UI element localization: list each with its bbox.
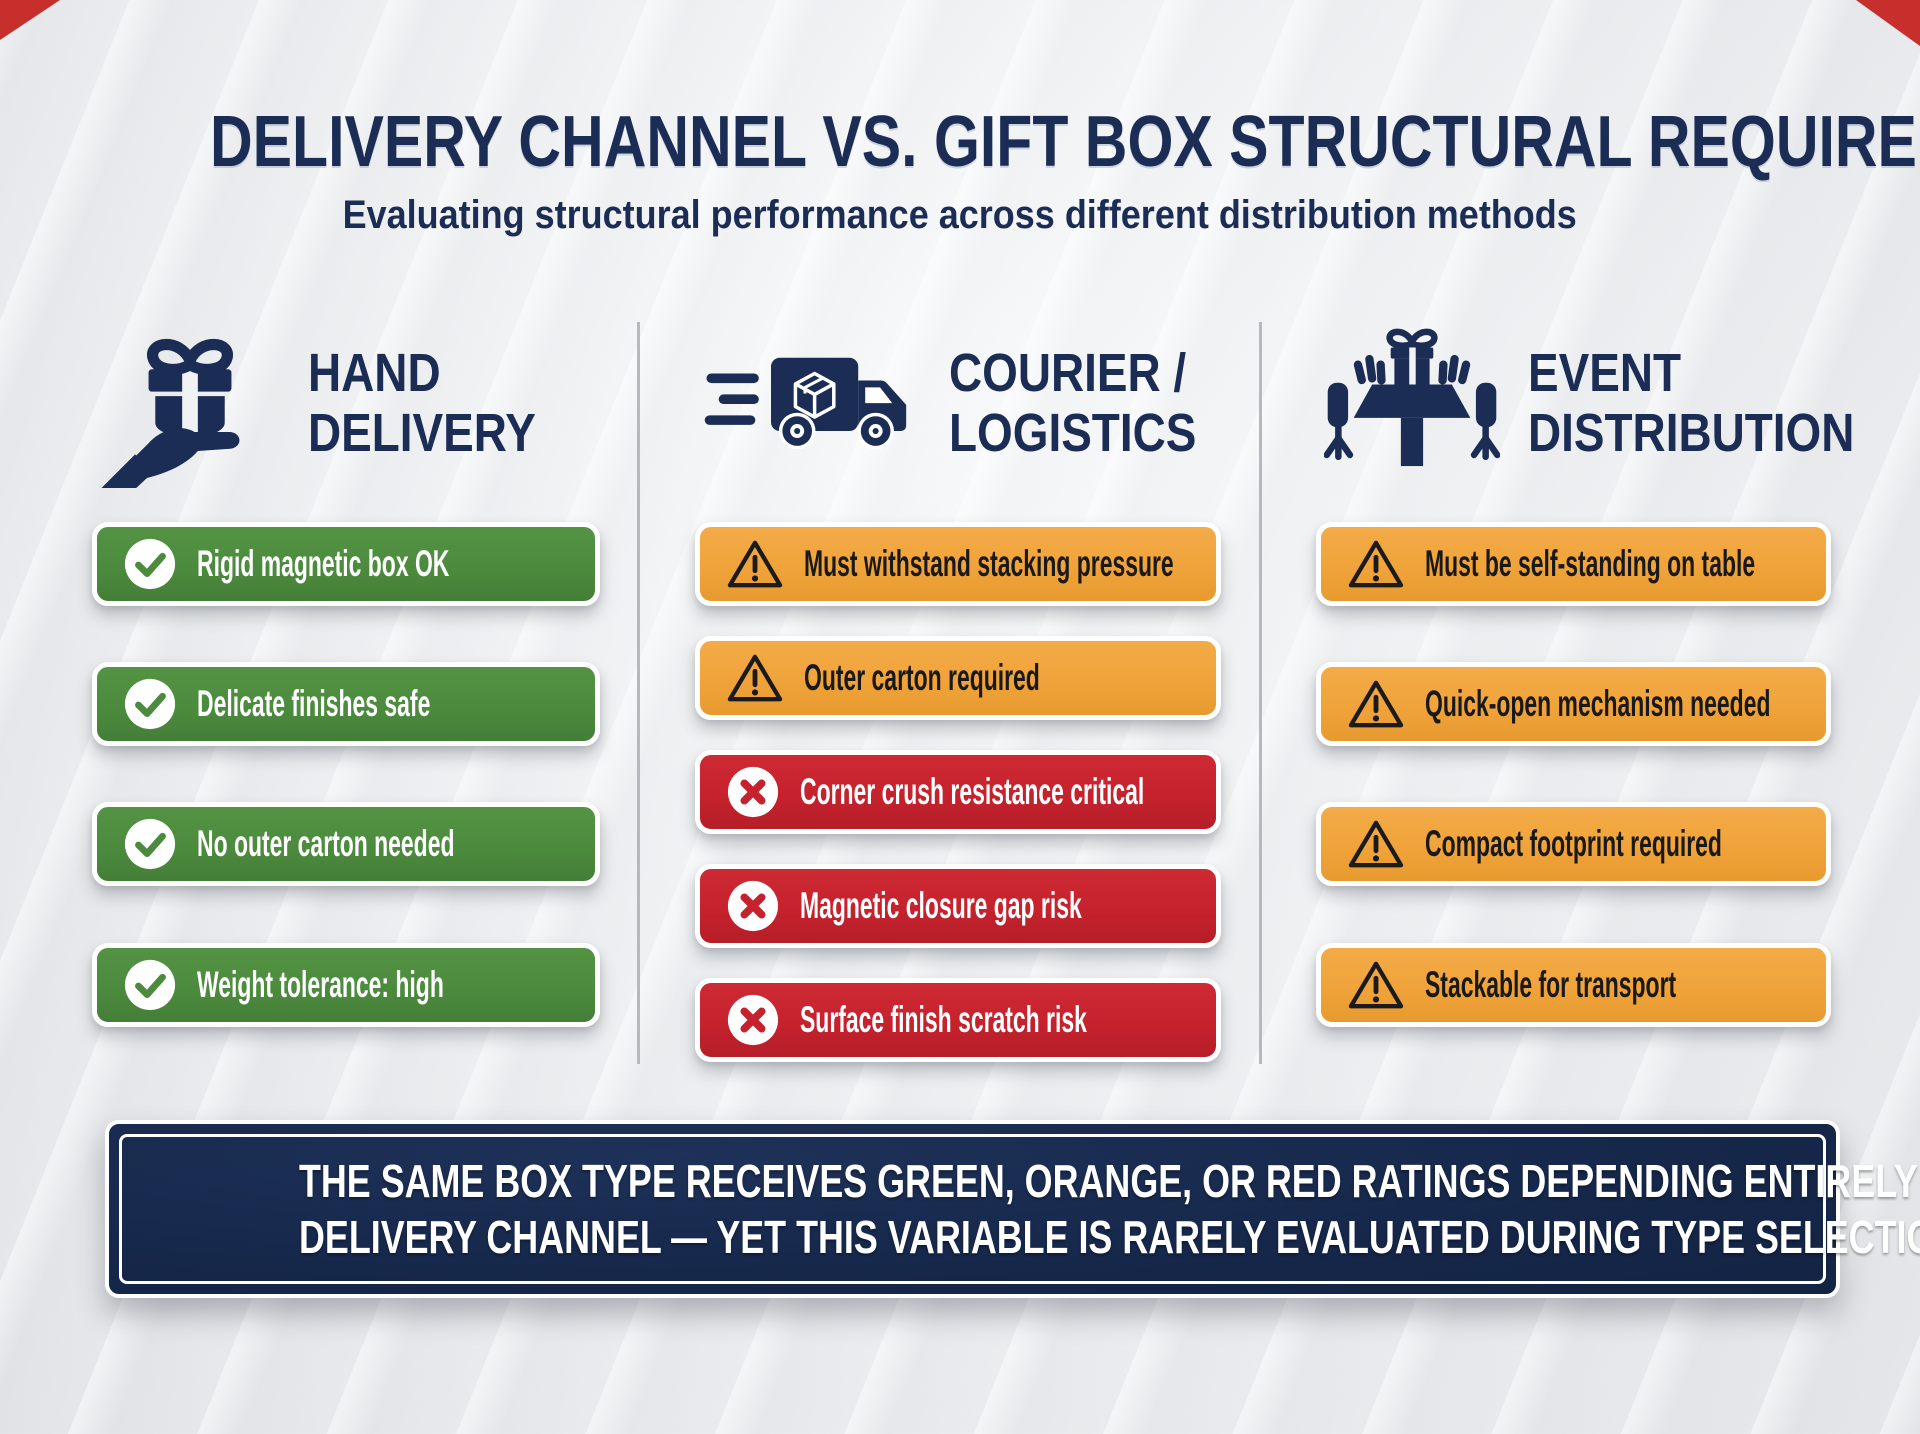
key-insight-line-2: DELIVERY CHANNEL — YET THIS VARIABLE IS … xyxy=(298,1210,1920,1263)
courier-logistics-title: COURIER / LOGISTICS xyxy=(949,343,1240,463)
requirement-label: Must withstand stacking pressure xyxy=(804,542,1174,584)
check-circle-icon xyxy=(123,817,177,871)
corner-ribbon-top-right xyxy=(1856,0,1920,46)
check-circle-icon xyxy=(123,677,177,731)
requirement-pill: Delicate finishes safe xyxy=(92,661,600,746)
event-distribution-title: EVENT DISTRIBUTION xyxy=(1528,343,1912,463)
requirement-pill: Corner crush resistance critical xyxy=(695,749,1221,834)
column-title-line: LOGISTICS xyxy=(949,402,1197,463)
page-title-text: DELIVERY CHANNEL VS. GIFT BOX STRUCTURAL… xyxy=(210,102,1920,182)
requirement-pill: Quick-open mechanism needed xyxy=(1316,661,1831,746)
requirement-label: Delicate finishes safe xyxy=(197,682,431,724)
requirement-pill: Must be self-standing on table xyxy=(1316,521,1831,606)
requirement-label: Corner crush resistance critical xyxy=(800,770,1145,812)
warning-triangle-icon xyxy=(1347,818,1405,870)
requirement-pill: Outer carton required xyxy=(695,635,1221,720)
requirement-pill: Surface finish scratch risk xyxy=(695,977,1221,1062)
column-title-line: HAND xyxy=(308,343,441,404)
requirement-label: Stackable for transport xyxy=(1425,963,1677,1005)
requirement-pill: Stackable for transport xyxy=(1316,942,1831,1027)
hand-delivery-title: HAND DELIVERY xyxy=(308,343,576,463)
x-circle-icon xyxy=(726,993,780,1047)
gift-in-hand-icon xyxy=(101,338,240,488)
requirement-label: Rigid magnetic box OK xyxy=(197,542,450,584)
requirement-label: Quick-open mechanism needed xyxy=(1425,682,1771,724)
requirement-label: Outer carton required xyxy=(804,656,1040,698)
column-divider-2 xyxy=(1259,321,1262,1064)
requirement-label: Surface finish scratch risk xyxy=(800,998,1087,1040)
column-hand-delivery: HAND DELIVERY Rigid magnetic box OK Deli… xyxy=(92,318,600,1062)
column-divider-1 xyxy=(637,321,640,1064)
column-title-line: EVENT xyxy=(1528,343,1682,404)
event-distribution-requirements: Must be self-standing on table Quick-ope… xyxy=(1316,521,1831,1027)
hand-delivery-requirements: Rigid magnetic box OK Delicate finishes … xyxy=(92,521,600,1027)
requirement-label: No outer carton needed xyxy=(197,823,455,865)
courier-logistics-header: COURIER / LOGISTICS xyxy=(695,318,1221,490)
requirement-label: Magnetic closure gap risk xyxy=(800,884,1082,926)
requirement-pill: Rigid magnetic box OK xyxy=(92,521,600,606)
requirement-label: Compact footprint required xyxy=(1425,823,1722,865)
warning-triangle-icon xyxy=(1347,959,1405,1011)
x-circle-icon xyxy=(726,765,780,819)
speeding-truck-icon xyxy=(704,357,907,449)
table-chairs-gift-icon xyxy=(1324,328,1500,466)
courier-logistics-requirements: Must withstand stacking pressure Outer c… xyxy=(695,521,1221,1062)
requirement-label: Must be self-standing on table xyxy=(1425,542,1756,584)
column-title-line: DISTRIBUTION xyxy=(1528,402,1855,463)
page-header: DELIVERY CHANNEL VS. GIFT BOX STRUCTURAL… xyxy=(0,0,1920,238)
check-circle-icon xyxy=(123,537,177,591)
page-title: DELIVERY CHANNEL VS. GIFT BOX STRUCTURAL… xyxy=(0,102,1920,183)
column-courier-logistics: COURIER / LOGISTICS Must withstand stack… xyxy=(695,318,1221,1062)
key-insight-line-1: THE SAME BOX TYPE RECEIVES GREEN, ORANGE… xyxy=(298,1154,1920,1207)
column-title-line: DELIVERY xyxy=(308,402,536,463)
x-circle-icon xyxy=(726,879,780,933)
check-circle-icon xyxy=(123,958,177,1012)
requirement-pill: Compact footprint required xyxy=(1316,802,1831,887)
warning-triangle-icon xyxy=(726,652,784,704)
requirement-pill: No outer carton needed xyxy=(92,802,600,887)
key-insight-banner: THE SAME BOX TYPE RECEIVES GREEN, ORANGE… xyxy=(105,1119,1920,1298)
column-title-line: COURIER / xyxy=(949,343,1187,404)
event-distribution-header: EVENT DISTRIBUTION xyxy=(1316,318,1854,490)
requirement-label: Weight tolerance: high xyxy=(197,963,444,1005)
hand-delivery-header: HAND DELIVERY xyxy=(92,318,600,490)
requirement-pill: Must withstand stacking pressure xyxy=(695,521,1221,606)
comparison-columns: HAND DELIVERY Rigid magnetic box OK Deli… xyxy=(0,318,1920,1064)
requirement-pill: Weight tolerance: high xyxy=(92,942,600,1027)
warning-triangle-icon xyxy=(726,538,784,590)
column-event-distribution: EVENT DISTRIBUTION Must be self-standing… xyxy=(1316,318,1854,1062)
page-subtitle: Evaluating structural performance across… xyxy=(0,193,1920,238)
warning-triangle-icon xyxy=(1347,678,1405,730)
corner-ribbon-top-left xyxy=(0,0,60,40)
warning-triangle-icon xyxy=(1347,538,1405,590)
requirement-pill: Magnetic closure gap risk xyxy=(695,863,1221,948)
page-subtitle-text: Evaluating structural performance across… xyxy=(342,192,1578,237)
